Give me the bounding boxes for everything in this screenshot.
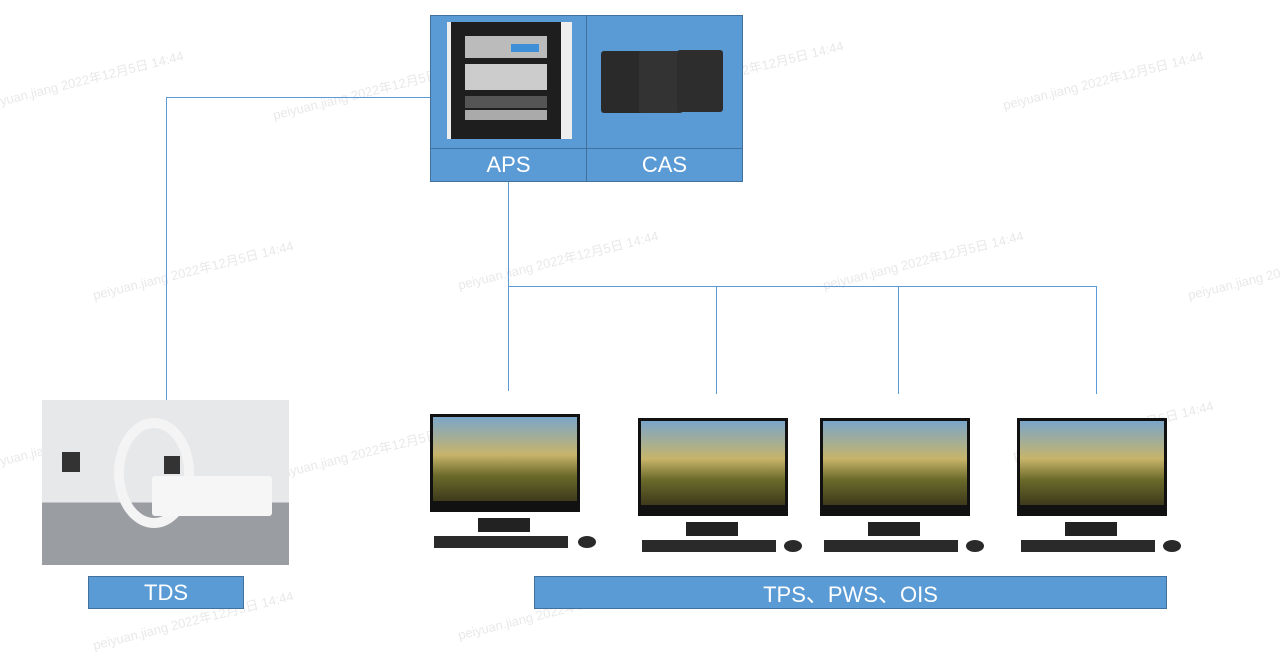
connector-line	[508, 286, 1097, 287]
workstation-pc	[820, 418, 984, 558]
aps-label: APS	[486, 152, 531, 177]
connector-line	[898, 286, 899, 394]
connector-line	[166, 97, 167, 400]
watermark: peiyuan.jiang 2022年12月5日 14:44	[91, 238, 295, 303]
watermark: peiyuan.jiang 2022年12月5日 14:44	[0, 48, 185, 113]
tds-label: TDS	[88, 576, 244, 609]
cas-label: CAS	[641, 152, 688, 177]
workstation-pc	[638, 418, 802, 558]
server-group: APS CAS	[430, 15, 743, 182]
workstation-pc	[1017, 418, 1181, 558]
watermark: peiyuan.jiang 2022年12月5日 14:44	[1001, 48, 1205, 113]
workstation-pc	[430, 414, 596, 554]
watermark: peiyuan.jiang 2022年12月5日 14:44	[1186, 238, 1280, 303]
workstations-label: TPS、PWS、OIS	[534, 576, 1167, 609]
connector-line	[1096, 286, 1097, 394]
treatment-machine-image	[42, 400, 289, 565]
connector-line	[166, 97, 430, 98]
workstation-towers-image	[601, 48, 726, 118]
watermark: peiyuan.jiang 2022年12月5日 14:44	[821, 228, 1025, 293]
connector-line	[716, 286, 717, 394]
server-rack-image	[447, 22, 572, 139]
watermark: peiyuan.jiang 2022年12月5日 14:44	[456, 228, 660, 293]
